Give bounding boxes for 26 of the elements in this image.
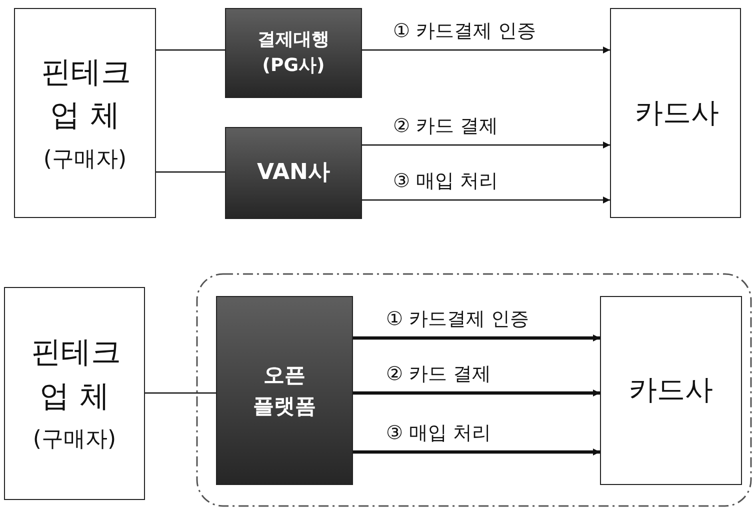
arrow xyxy=(353,448,600,456)
node-label: 오픈 플랫폼 xyxy=(252,362,317,420)
process-box xyxy=(225,127,362,219)
node-label: 카드사 xyxy=(629,372,713,408)
node-label: (구매자) xyxy=(32,426,116,454)
node-label: 핀테크 업 체 xyxy=(40,54,130,136)
connector-line xyxy=(156,49,225,51)
arrow xyxy=(362,196,610,204)
node-label: 결제대행 (PG사) xyxy=(256,28,330,78)
arrow xyxy=(362,142,610,148)
node-label: (구매자) xyxy=(43,146,127,174)
node-label: 카드사 xyxy=(634,94,716,131)
arrow xyxy=(353,334,600,342)
entity-box xyxy=(610,8,741,218)
node-label: VAN사 xyxy=(257,159,330,188)
entity-box xyxy=(4,287,145,500)
arrow xyxy=(353,390,600,396)
connector-line xyxy=(156,171,225,173)
entity-box xyxy=(600,296,742,485)
arrow xyxy=(362,46,610,54)
connector-line xyxy=(145,392,216,394)
entity-box xyxy=(14,8,156,218)
process-box xyxy=(225,8,362,98)
node-label: 핀테크 업 체 xyxy=(30,334,118,416)
group-boundary xyxy=(196,273,752,507)
process-box xyxy=(216,296,353,485)
